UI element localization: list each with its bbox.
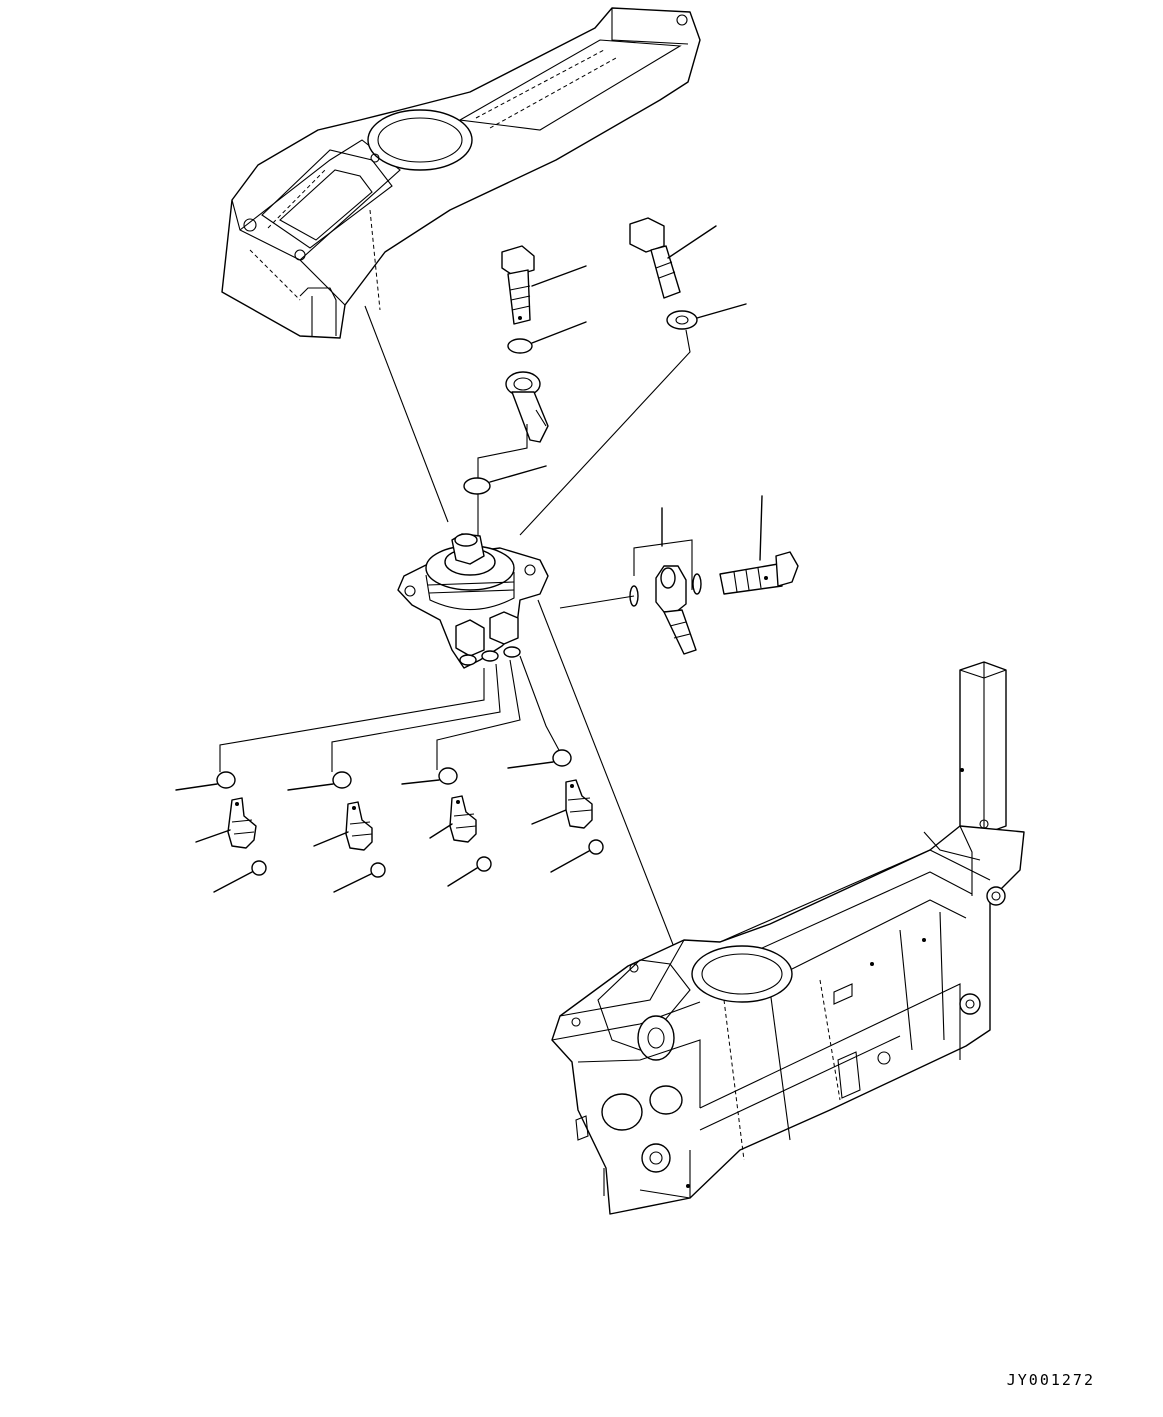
o-ring-middle xyxy=(463,465,547,540)
o-ring-upper xyxy=(507,321,587,354)
drawing-number: JY001272 xyxy=(1006,1371,1095,1389)
lower-frame xyxy=(551,661,1025,1215)
clevis-assembly xyxy=(629,507,702,655)
leader-valve-to-clevis xyxy=(559,595,635,609)
port-fitting-3 xyxy=(401,767,492,887)
console-cover xyxy=(221,7,701,339)
port-fitting-1 xyxy=(175,771,267,893)
port-fitting-2 xyxy=(287,771,386,893)
pilot-valve xyxy=(397,533,549,669)
hose-elbow-upper xyxy=(477,371,549,480)
fitting-bolt-left xyxy=(501,245,587,325)
bolt-right xyxy=(629,217,717,299)
clevis-pin xyxy=(719,495,799,595)
washer-right xyxy=(519,303,747,536)
port-fitting-4 xyxy=(507,749,604,873)
port-fittings xyxy=(175,749,604,893)
assembly-lines xyxy=(219,305,691,989)
